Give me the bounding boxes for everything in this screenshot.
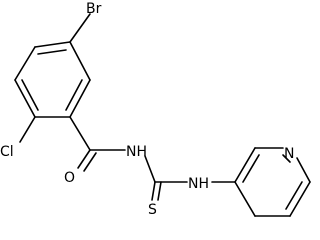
- ring-bond: [234, 181, 256, 217]
- pyridine-n-label: N: [284, 146, 294, 162]
- ring-double-bond: [282, 154, 291, 163]
- thiocarbonyl-double-bond: [151, 181, 156, 201]
- amine-nh-label: NH: [188, 176, 209, 192]
- ring-double-bond: [65, 79, 83, 111]
- bromine-label: Br: [86, 1, 102, 17]
- thiocarbonyl-double-bond: [157, 181, 162, 201]
- ring-bond: [14, 79, 36, 118]
- molecule-canvas: Br Cl O NH S NH N: [0, 1, 311, 218]
- ring-bond: [69, 41, 91, 81]
- c-cl-bond: [19, 116, 36, 143]
- ring-double-bond: [37, 49, 67, 55]
- benzene-ring: [14, 41, 91, 118]
- ring-carbonyl-bond: [69, 116, 91, 151]
- ring-bond: [14, 46, 36, 81]
- ring-bond: [234, 147, 256, 183]
- molecule-structure: Br Cl O NH S NH N: [0, 1, 311, 218]
- sulfur-label: S: [148, 202, 157, 218]
- c-br-bond: [69, 13, 91, 43]
- ring-bond: [289, 181, 311, 217]
- amide-nh-label: NH: [126, 144, 147, 160]
- carbonyl-double-bond: [77, 149, 91, 169]
- ring-bond: [296, 157, 311, 183]
- carbonyl-double-bond: [83, 152, 97, 172]
- ring-bond: [69, 79, 91, 118]
- ring-double-bond: [285, 181, 303, 210]
- ring-bond: [34, 41, 71, 48]
- ring-double-bond: [242, 154, 260, 183]
- pyridine-ring: [234, 147, 311, 217]
- ring-double-bond: [21, 79, 39, 111]
- n-thiocarbonyl-bond: [144, 155, 156, 183]
- chlorine-label: Cl: [0, 144, 14, 160]
- oxygen-label: O: [64, 170, 75, 186]
